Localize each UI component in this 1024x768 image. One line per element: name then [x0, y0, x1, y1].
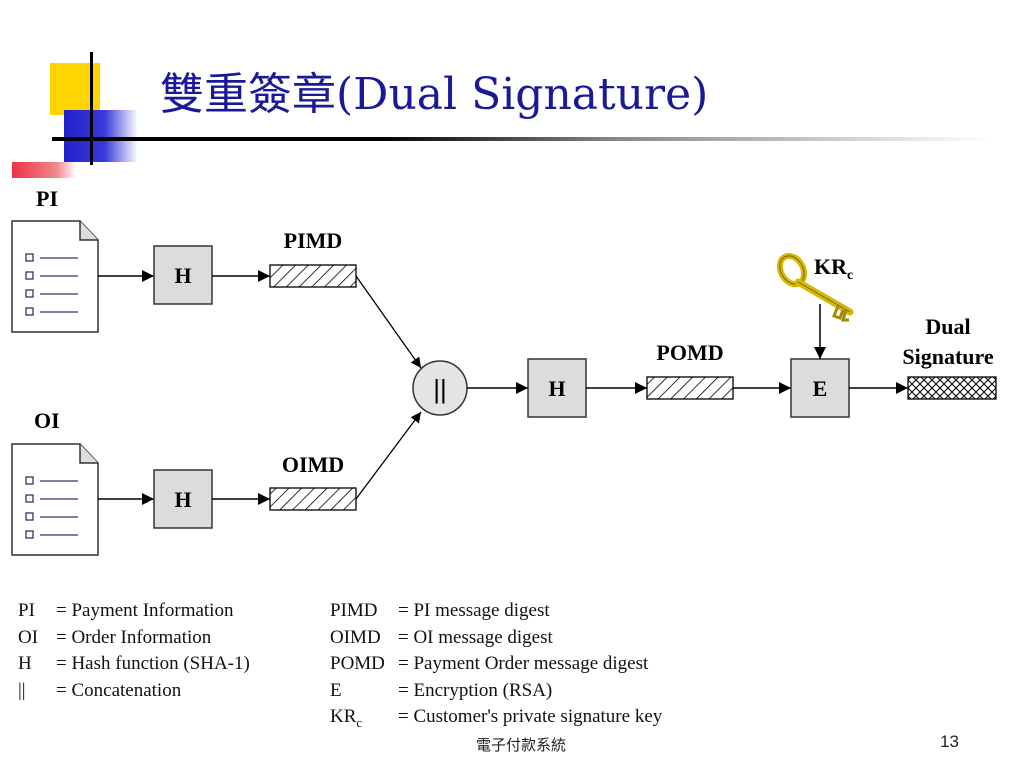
- footer-title: 電子付款系統: [476, 736, 567, 754]
- dual-signature-diagram: PI OI H H PIMD OIMD: [11, 186, 997, 556]
- page-title: 雙重簽章(Dual Signature): [160, 69, 709, 120]
- page-number: 13: [940, 732, 959, 751]
- pimd-digest-bar: [269, 264, 357, 288]
- hash-box-pi: H: [153, 245, 213, 305]
- legend-row: ||= Concatenation: [18, 679, 182, 701]
- svg-text:||: ||: [433, 374, 447, 404]
- oimd-label: OIMD: [282, 452, 344, 477]
- svg-text:H: H: [174, 487, 191, 512]
- pomd-label: POMD: [656, 340, 723, 365]
- legend-right: PIMD= PI message digest OIMD= OI message…: [330, 600, 662, 733]
- legend-row: POMD= Payment Order message digest: [330, 653, 649, 674]
- private-key-icon: [776, 252, 854, 322]
- dual-signature-bar: [907, 376, 997, 400]
- legend-row: KRc= Customer's private signature key: [330, 706, 663, 730]
- pomd-digest-bar: [646, 376, 734, 400]
- legend-row: OI= Order Information: [18, 626, 212, 648]
- hash-box-oi: H: [153, 469, 213, 529]
- pi-document-icon: [11, 220, 99, 333]
- arrow-pimd-to-concat: [355, 275, 422, 369]
- deco-red-bar: [12, 162, 76, 178]
- encrypt-box: E: [790, 358, 850, 418]
- pimd-label: PIMD: [284, 228, 343, 253]
- oi-label: OI: [34, 408, 60, 433]
- concatenation-node: ||: [412, 360, 468, 416]
- legend-row: H= Hash function (SHA-1): [18, 653, 250, 674]
- title-underline: [52, 137, 992, 141]
- hash-box-concat: H: [527, 358, 587, 418]
- svg-text:H: H: [548, 376, 565, 401]
- pi-label: PI: [36, 186, 58, 211]
- legend-row: PI= Payment Information: [18, 600, 234, 621]
- deco-blue-square: [64, 110, 138, 162]
- legend-row: PIMD= PI message digest: [330, 600, 550, 621]
- key-label: KRc: [814, 254, 853, 283]
- dual-label-line1: Dual: [925, 314, 970, 339]
- svg-text:E: E: [813, 376, 828, 401]
- svg-text:H: H: [174, 263, 191, 288]
- dual-label-line2: Signature: [902, 344, 994, 369]
- arrow-oimd-to-concat: [355, 411, 422, 500]
- legend-row: OIMD= OI message digest: [330, 626, 553, 648]
- legend-row: E= Encryption (RSA): [330, 679, 553, 701]
- oimd-digest-bar: [269, 487, 357, 511]
- legend-left: PI= Payment Information OI= Order Inform…: [18, 600, 250, 706]
- oi-document-icon: [11, 443, 99, 556]
- deco-vertical-line: [90, 52, 93, 165]
